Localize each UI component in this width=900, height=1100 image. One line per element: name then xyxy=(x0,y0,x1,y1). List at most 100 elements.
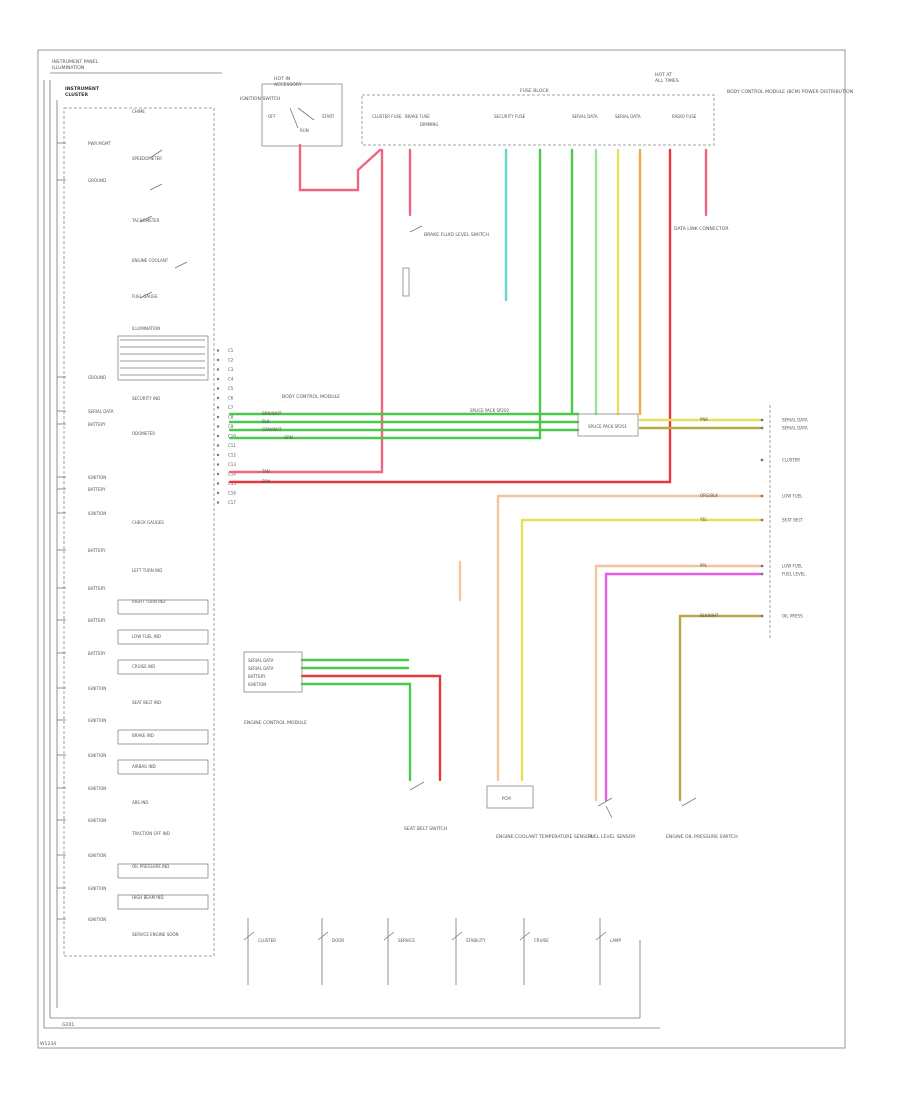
cluster-pin-label: IGNITION xyxy=(88,686,106,691)
svg-text:ALL TIMES: ALL TIMES xyxy=(655,78,679,84)
splice-2-label: SPLICE PACK SP202 xyxy=(470,408,510,413)
right-pin-label: SERIAL DATA xyxy=(782,426,808,431)
svg-text:ACCESSORY: ACCESSORY xyxy=(274,82,302,88)
cluster-pin-label: PWR MGMT xyxy=(88,141,111,146)
connector-pin-dot xyxy=(216,415,220,419)
splice-box-1 xyxy=(577,413,639,437)
right-pin-label: CLUSTER xyxy=(782,458,800,463)
connector-pin-number: C4 xyxy=(228,377,234,382)
connector-pin-dot xyxy=(216,472,220,476)
connector-pin-number: C17 xyxy=(228,500,236,505)
data-link-label: DATA LINK CONNECTOR xyxy=(674,226,729,232)
connector-pin-dot xyxy=(216,377,220,381)
cluster-component-label: CHIME xyxy=(132,109,145,114)
splice-1-label: SPLICE PACK SP201 xyxy=(588,424,628,429)
cluster-component-label: SERVICE ENGINE SOON xyxy=(132,932,179,937)
indicator-rows xyxy=(117,599,209,910)
cluster-switch-symbols xyxy=(139,149,188,299)
cluster-pin-label: IGNITION xyxy=(88,853,106,858)
wire-color-label: GRN xyxy=(284,435,293,440)
cluster-pin-label: IGNITION xyxy=(88,475,106,480)
ecm-battery-wire xyxy=(300,674,442,782)
connector-pin-dot xyxy=(216,482,220,485)
wire-color-labels: BRN/WHTBLKGRN/WHTGRNTANBRNPNKORG/BLKYELP… xyxy=(261,411,719,618)
brake-fluid-switch: BRAKE FLUID LEVEL SWITCH xyxy=(402,225,489,297)
cluster-pin-label: BATTERY xyxy=(88,586,106,591)
fuel-sender-label: FUEL LEVEL SENSOR xyxy=(588,834,636,840)
connector-pin-number: C15 xyxy=(228,481,236,486)
cluster-pin-label: IGNITION xyxy=(88,786,106,791)
right-pin-dot xyxy=(760,426,764,430)
bottom-switch-contact xyxy=(595,931,607,941)
svg-text:HOT AT: HOT AT xyxy=(655,72,672,78)
cluster-title: INSTRUMENT xyxy=(65,86,100,92)
svg-text:BRAKE FUSE: BRAKE FUSE xyxy=(405,114,430,119)
bottom-switch-contact xyxy=(243,931,255,941)
svg-text:SERIAL DATA: SERIAL DATA xyxy=(572,114,598,119)
connector-pin-dot xyxy=(216,444,220,447)
connector-pin-number: C1 xyxy=(228,348,234,353)
bottom-switch-label: SERVICE xyxy=(398,938,415,943)
connector-pin-number: C6 xyxy=(228,396,234,401)
fuel-gauge-ladder xyxy=(117,335,209,381)
cluster-feed-wire xyxy=(228,148,384,474)
ecm-pin-label: IGNITION xyxy=(248,682,266,687)
cluster-component-label: SPEEDOMETER xyxy=(132,156,162,161)
svg-text:HOT IN: HOT IN xyxy=(274,76,290,82)
right-pin-dot xyxy=(760,494,764,498)
connector-pin-dot xyxy=(216,425,220,428)
footer-caption: W1234 xyxy=(40,1041,56,1047)
svg-text:RADIO FUSE: RADIO FUSE xyxy=(672,114,697,119)
svg-text:DIMMING: DIMMING xyxy=(420,122,438,127)
cluster-pin-label: SERIAL DATA xyxy=(88,409,114,414)
connector-pin-number: C14 xyxy=(228,472,236,477)
right-pin-dot xyxy=(760,518,764,522)
cluster-component-label: ODOMETER xyxy=(132,431,155,436)
svg-text:BRAKE FLUID LEVEL SWITCH: BRAKE FLUID LEVEL SWITCH xyxy=(424,232,489,238)
connector-pin-number: C16 xyxy=(228,491,236,496)
svg-text:ENGINE CONTROL MODULE: ENGINE CONTROL MODULE xyxy=(244,720,307,726)
cluster-component-label: ENGINE COOLANT xyxy=(132,258,169,263)
connector-pin-number: C13 xyxy=(228,462,236,467)
wire-color-label: PPL xyxy=(700,563,708,568)
connector-pin-dot xyxy=(216,406,220,409)
wire-color-label: TAN xyxy=(261,469,270,474)
connector-pin-number: C8 xyxy=(228,415,234,420)
cluster-pin-label: BATTERY xyxy=(88,548,106,553)
cluster-pin-label: BATTERY xyxy=(88,618,106,623)
wire-color-label: BLK/WHT xyxy=(700,613,719,618)
right-pin-dot xyxy=(760,418,764,422)
connector-pin-dot xyxy=(216,491,220,495)
connector-pin-dot xyxy=(216,463,220,466)
sender-switch-symbols xyxy=(597,797,697,819)
ground-label: G201 xyxy=(62,1022,74,1028)
connector-pin-dot xyxy=(216,434,220,438)
right-pin-label: SERIAL DATA xyxy=(782,418,808,423)
svg-text:SEAT BELT SWITCH: SEAT BELT SWITCH xyxy=(404,826,447,832)
cluster-component-label: HIGH BEAM IND xyxy=(132,895,164,900)
ignition-switch: HOT IN ACCESSORY IGNITION SWITCH OFF RUN… xyxy=(240,76,343,147)
cluster-pin-label: IGNITION xyxy=(88,718,106,723)
bottom-switch-label: DOOR xyxy=(332,938,344,943)
wire-color-label: BRN xyxy=(262,479,271,484)
seat-belt-switch: SEAT BELT SWITCH xyxy=(404,781,447,832)
cluster-pin-label: GROUND xyxy=(88,375,106,380)
oil-switch-label: ENGINE OIL PRESSURE SWITCH xyxy=(666,834,738,840)
bottom-switch-label: CRUISE xyxy=(534,938,549,943)
wire-color-label: BLK xyxy=(262,419,270,424)
connector-pin-dot xyxy=(216,368,220,371)
bottom-switch-label: LAMP xyxy=(610,938,622,943)
svg-text:SECURITY FUSE: SECURITY FUSE xyxy=(494,114,526,119)
right-pin-dot xyxy=(760,572,764,576)
fuse-block: HOT AT ALL TIMES FUSE BLOCK BODY CONTROL… xyxy=(361,72,853,146)
ign-switch-wire xyxy=(298,143,382,192)
svg-text:START: START xyxy=(322,114,335,119)
bottom-switch-contact xyxy=(451,931,463,941)
cluster-pin-label: IGNITION xyxy=(88,917,106,922)
ecm-pin-label: SERIAL DATA xyxy=(248,666,274,671)
bcm-label: BODY CONTROL MODULE xyxy=(282,394,340,400)
